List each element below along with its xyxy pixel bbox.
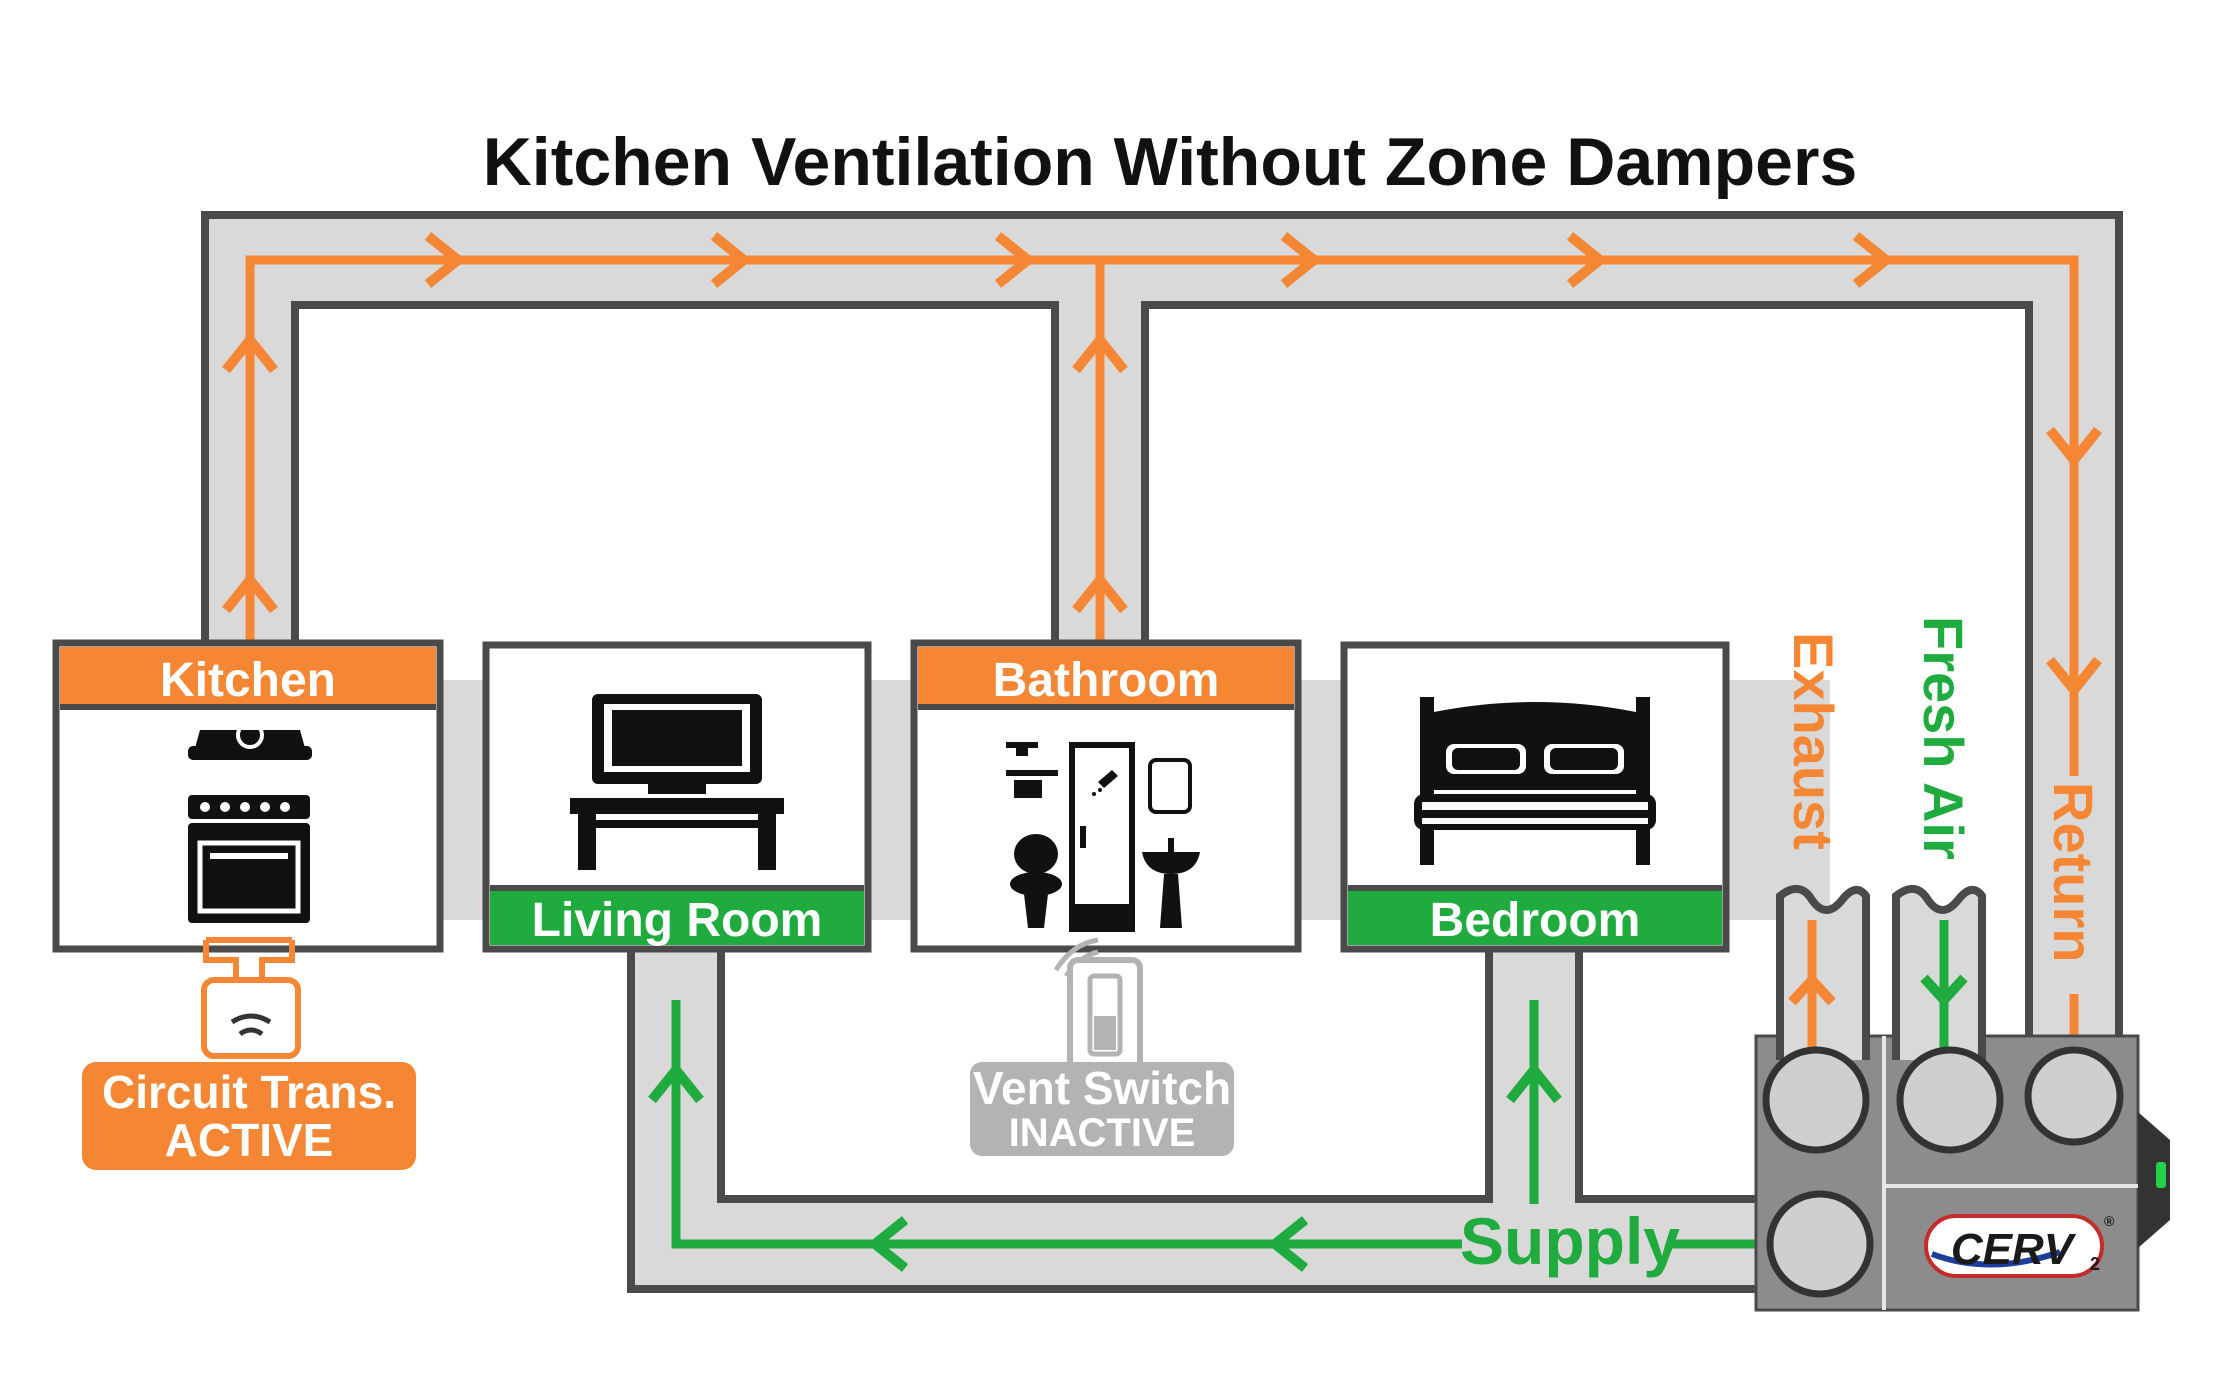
fresh-air-label: Fresh Air: [1912, 616, 1975, 860]
flow-arrow: [1566, 232, 1609, 288]
toilet-icon: [1010, 834, 1062, 928]
unit-side-panel: [2138, 1112, 2170, 1248]
range-hood-icon: [188, 721, 312, 760]
flow-arrow: [648, 1061, 704, 1104]
flow-arrow: [1072, 571, 1128, 614]
kitchen-header: [60, 647, 436, 705]
tv-stand-icon: [570, 798, 784, 870]
flow-arrow: [1852, 232, 1895, 288]
living-supply-border: [627, 950, 1820, 1293]
living-label: Living Room: [532, 894, 823, 947]
cerv-logo: CERV 2 ®: [1924, 1213, 2115, 1278]
vent-switch-status: INACTIVE: [1009, 1111, 1196, 1155]
bed-icon: [1414, 697, 1656, 865]
fresh-air-duct-stub: [1892, 885, 1986, 1060]
kitchen-label: Kitchen: [160, 654, 336, 707]
living-header: [490, 890, 864, 945]
room-bathroom: Bathroom: [910, 639, 1302, 953]
bathroom-label: Bathroom: [993, 654, 1220, 707]
flow-arrow: [222, 571, 278, 614]
mirror-icon: [1148, 758, 1192, 814]
bedroom-label: Bedroom: [1430, 894, 1641, 947]
circuit-trans-badge: [82, 1062, 416, 1170]
flow-arrow: [1266, 1216, 1309, 1272]
circuit-trans-label: Circuit Trans.: [102, 1066, 396, 1118]
stove-icon: [188, 795, 310, 923]
vent-switch-label: Vent Switch: [973, 1062, 1231, 1114]
vent-switch: Vent Switch INACTIVE: [970, 937, 1234, 1156]
cerv-logo-sub: 2: [2090, 1254, 2100, 1274]
shower-icon: [1069, 742, 1135, 932]
supply-label: Supply: [1460, 1204, 1680, 1278]
flow-arrow: [222, 331, 278, 374]
supply-flow-line: [671, 1000, 1790, 1249]
flow-arrow: [1280, 232, 1323, 288]
exhaust-port: [1762, 1046, 1870, 1154]
diagram-title: Kitchen Ventilation Without Zone Dampers: [483, 124, 1858, 200]
tv-icon: [592, 694, 762, 794]
flow-arrow: [2046, 426, 2102, 469]
transmitter-clamp-icon: [203, 940, 295, 990]
sink-icon: [1142, 838, 1200, 928]
cerv-logo-text: CERV: [1951, 1225, 2077, 1274]
shelf-icon: [1006, 742, 1058, 798]
exhaust-duct-stub: [1776, 885, 1870, 1060]
room-kitchen: Kitchen: [52, 639, 444, 953]
flow-arrow: [2046, 656, 2102, 699]
vent-switch-badge: [970, 1062, 1234, 1156]
circuit-trans-status: ACTIVE: [165, 1114, 334, 1166]
indicator-light-icon: [2156, 1162, 2166, 1188]
bathroom-header: [918, 647, 1294, 705]
room-bedroom: Bedroom: [1340, 641, 1730, 953]
flow-arrow: [994, 232, 1037, 288]
return-label: Return: [2042, 782, 2105, 962]
flow-arrow: [866, 1216, 909, 1272]
cerv-unit: CERV 2 ®: [1754, 885, 2170, 1312]
return-port: [2024, 1046, 2124, 1146]
fresh-air-port: [1896, 1046, 2004, 1154]
flow-arrow: [710, 232, 753, 288]
flow-arrow: [1506, 1061, 1562, 1104]
exhaust-label: Exhaust: [1782, 632, 1845, 850]
room-living: Living Room: [482, 641, 872, 953]
supply-flow: [648, 1000, 1790, 1272]
supply-label-backing: [1462, 1204, 1672, 1284]
supply-port: [1766, 1190, 1874, 1298]
exhaust-flow-line: [245, 255, 2079, 1060]
flow-arrow: [424, 232, 467, 288]
exhaust-flow: [222, 232, 2102, 1060]
return-label-backing: [2034, 776, 2114, 994]
circuit-transmitter: Circuit Trans. ACTIVE: [82, 937, 416, 1170]
bedroom-header: [1348, 890, 1722, 945]
flow-arrow: [1072, 331, 1128, 374]
cerv-logo-mark: ®: [2104, 1213, 2115, 1229]
